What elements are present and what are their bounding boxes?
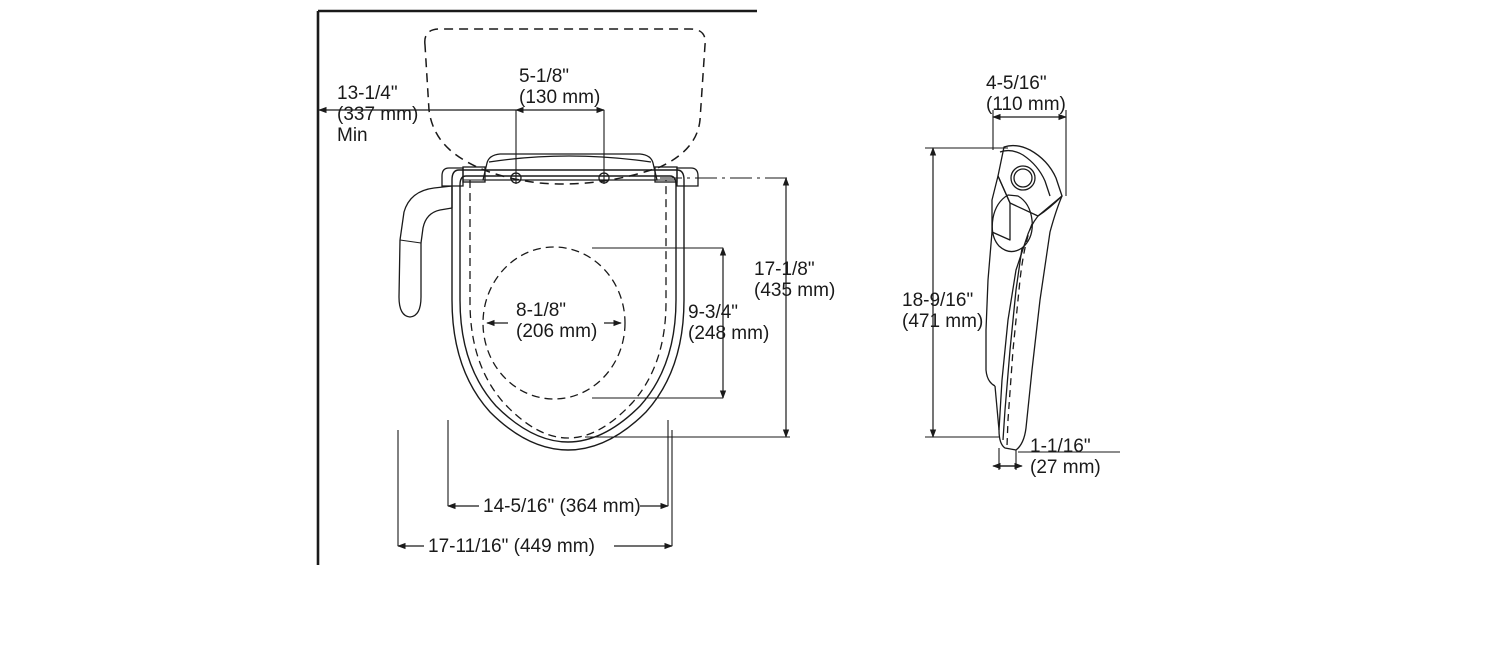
dim-label-bolt-spacing-metric: (130 mm) <box>519 87 600 108</box>
dimension-seat-length <box>585 177 790 438</box>
dim-label-bowl-opening-width-metric: (206 mm) <box>516 321 597 342</box>
dim-label-bolt-spacing-imperial: 5-1/8" <box>519 66 569 87</box>
dimension-bolt-spacing <box>515 106 605 174</box>
dimension-side-tip-width <box>992 451 1120 470</box>
control-arm-seam <box>399 239 422 244</box>
bowl-outline-top-view <box>469 180 667 439</box>
wand-body-outer <box>998 195 1063 451</box>
dim-label-bowl-opening-width-imperial: 8-1/8" <box>516 300 566 321</box>
dimension-side-overall-height <box>925 147 1008 438</box>
dim-label-wall-to-bolt-metric: (337 mm) <box>337 104 418 125</box>
dim-label-bowl-width: 14-5/16" (364 mm) <box>483 496 641 517</box>
hinge-left-cap <box>441 167 464 187</box>
dim-label-side-overall-height-metric: (471 mm) <box>902 311 983 332</box>
dim-label-side-tip-width-imperial: 1-1/16" <box>1030 436 1091 457</box>
hinge-head-crown <box>999 149 1051 197</box>
dim-label-bg-bowl-width <box>508 297 604 339</box>
hinge-left-flange <box>991 175 1011 241</box>
dimension-bowl-opening-length <box>592 247 727 399</box>
wand-body-inner-edge <box>1002 247 1023 441</box>
wand-center-dashed <box>1006 223 1033 447</box>
dim-label-wall-to-bolt-qualifier: Min <box>337 125 368 146</box>
bowl-opening-ellipse <box>482 246 626 400</box>
control-arm-inner-upper <box>420 207 453 244</box>
dim-label-side-tip-width-metric: (27 mm) <box>1030 457 1101 478</box>
side-view-assembly <box>985 144 1063 470</box>
dim-label-side-overall-height-imperial: 18-9/16" <box>902 290 973 311</box>
control-arm-outer-lower <box>398 239 422 318</box>
seat-outer-edge <box>451 169 685 451</box>
dim-label-wall-to-bolt-imperial: 13-1/4" <box>337 83 398 104</box>
hinge-bolt-hole-icon <box>1010 165 1036 191</box>
hinge-pivot-knuckle <box>991 194 1033 253</box>
bowl-rim-dashed <box>469 180 667 439</box>
dimension-side-hinge-depth <box>992 110 1067 196</box>
hinge-bar-assembly <box>441 153 699 187</box>
control-arm-top-view <box>398 185 453 318</box>
hinge-bar-crown <box>488 155 652 163</box>
dim-label-bowl-opening-length-imperial: 9-3/4" <box>688 302 738 323</box>
dim-label-seat-length-imperial: 17-1/8" <box>754 259 815 280</box>
dim-label-bg-seat-overall <box>424 533 614 559</box>
dim-label-side-hinge-depth-metric: (110 mm) <box>986 94 1066 115</box>
dimension-wall-to-bolt <box>318 106 517 174</box>
dim-label-bowl-opening-length-metric: (248 mm) <box>688 323 769 344</box>
seat-outline-top-view <box>451 169 685 451</box>
dim-label-side-hinge-depth-imperial: 4-5/16" <box>986 73 1047 94</box>
hinge-bar-body <box>482 153 658 181</box>
bowl-opening-top-view <box>482 246 626 400</box>
dim-label-bg-bowl-overall <box>479 493 640 519</box>
wand-rear-lower <box>994 385 1000 431</box>
seat-inner-rim <box>459 175 677 443</box>
dim-label-seat-overall-width: 17-11/16" (449 mm) <box>428 536 595 557</box>
hinge-right-cap <box>676 167 699 187</box>
wand-rear-edge <box>985 231 996 387</box>
hinge-bolt-hole-inner-icon <box>1013 168 1033 188</box>
wall-reference-lines <box>316 9 757 565</box>
dim-label-seat-length-metric: (435 mm) <box>754 280 835 301</box>
control-arm-outer-upper <box>399 185 453 241</box>
